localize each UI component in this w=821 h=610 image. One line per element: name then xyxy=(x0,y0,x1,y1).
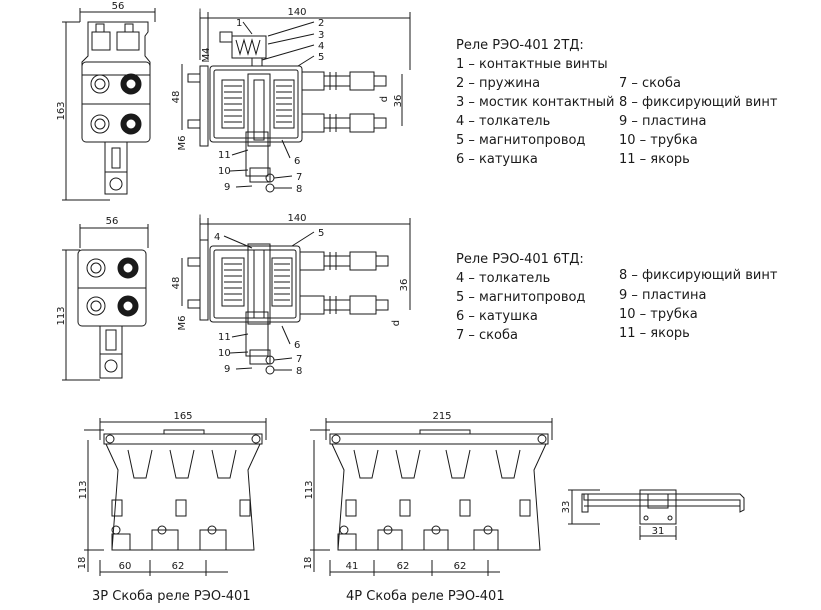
legend-2td-left-3: 3 – мостик контактный xyxy=(456,95,615,110)
legend-2td-left-4: 4 – толкатель xyxy=(456,114,551,129)
callout-2td-4: 4 xyxy=(318,41,324,52)
legend-2td-left-5: 5 – магнитопровод xyxy=(456,133,586,148)
dim-4p-bottom: 18 xyxy=(303,557,314,570)
callout-2td-7: 7 xyxy=(296,172,302,183)
dim-2td-48: 48 xyxy=(171,91,182,104)
bracket-3p-drawing: 165 113 18 60 62 xyxy=(77,411,267,576)
dim-3p-pitch2: 62 xyxy=(172,561,185,572)
bracket-4p-drawing: 215 113 18 41 62 62 xyxy=(303,411,553,576)
callout-6td-4: 4 xyxy=(214,232,220,243)
dim-6td-36: 36 xyxy=(399,279,410,292)
legend-6td-right-8: 8 – фиксирующий винт xyxy=(619,268,778,283)
legend-6td-left-7: 7 – скоба xyxy=(456,328,518,343)
dim-4p-pitch3: 62 xyxy=(454,561,467,572)
dim-4p-height: 113 xyxy=(304,480,315,499)
relay-6td-side-view: 140 l 48 M6 36 d 4 5 6 7 8 9 xyxy=(171,213,411,377)
legend-2td-right-10: 10 – трубка xyxy=(619,133,698,148)
relay-6td-front-view: 56 113 xyxy=(56,216,149,381)
bracket-side-view: 33 31 xyxy=(561,489,745,540)
dim-3p-height: 113 xyxy=(78,480,89,499)
callout-6td-9: 9 xyxy=(224,364,230,375)
callout-6td-5: 5 xyxy=(318,228,324,239)
dim-2td-d: d xyxy=(379,96,390,102)
dim-6td-l: l xyxy=(199,214,202,225)
callout-6td-11: 11 xyxy=(218,332,231,343)
dim-6td-48: 48 xyxy=(171,277,182,290)
legend-6td-right-10: 10 – трубка xyxy=(619,307,698,322)
dim-2td-width: 56 xyxy=(112,1,125,12)
caption-3p-bracket: 3Р Скоба реле РЭО-401 xyxy=(92,589,251,604)
dim-side-width: 31 xyxy=(652,526,665,537)
legend-6td-left-5: 5 – магнитопровод xyxy=(456,290,586,305)
callout-6td-8: 8 xyxy=(296,366,302,377)
legend-6td-right-9: 9 – пластина xyxy=(619,288,707,303)
dim-2td-height: 163 xyxy=(56,101,67,120)
relay-2td-front-view: 56 163 xyxy=(56,1,156,201)
dim-2td-m4: M4 xyxy=(201,48,212,63)
dim-6td-length: 140 xyxy=(287,213,306,224)
legend-2td-right-9: 9 – пластина xyxy=(619,114,707,129)
legend-2td-left-6: 6 – катушка xyxy=(456,152,538,167)
dim-2td-l: l xyxy=(199,8,202,19)
callout-2td-5: 5 xyxy=(318,52,324,63)
callout-2td-3: 3 xyxy=(318,30,324,41)
dim-2td-36: 36 xyxy=(393,95,404,108)
callout-6td-10: 10 xyxy=(218,348,231,359)
callout-2td-1: 1 xyxy=(236,18,242,29)
dim-6td-m6: M6 xyxy=(177,316,188,331)
callout-2td-2: 2 xyxy=(318,18,324,29)
callout-6td-6: 6 xyxy=(294,340,300,351)
dim-2td-length: 140 xyxy=(287,7,306,18)
callout-2td-6: 6 xyxy=(294,156,300,167)
legend-2td-left-1: 1 – контактные винты xyxy=(456,57,608,72)
callout-6td-7: 7 xyxy=(296,354,302,365)
dim-side-height: 33 xyxy=(561,501,572,514)
callout-2td-9: 9 xyxy=(224,182,230,193)
legend-2td-right-8: 8 – фиксирующий винт xyxy=(619,95,778,110)
relay-2td-title: Реле РЭО-401 2ТД: xyxy=(456,38,584,53)
legend-2td-right-11: 11 – якорь xyxy=(619,152,690,167)
dim-2td-m6: M6 xyxy=(177,136,188,151)
dim-3p-bottom: 18 xyxy=(77,557,88,570)
legend-6td-left-6: 6 – катушка xyxy=(456,309,538,324)
dim-4p-width: 215 xyxy=(432,411,451,422)
legend-6td-left-4: 4 – толкатель xyxy=(456,271,551,286)
callout-2td-8: 8 xyxy=(296,184,302,195)
legend-6td-right-11: 11 – якорь xyxy=(619,326,690,341)
dim-6td-height: 113 xyxy=(56,306,67,325)
relay-6td-title: Реле РЭО-401 6ТД: xyxy=(456,252,584,267)
dim-4p-pitch1: 41 xyxy=(346,561,359,572)
legend-2td-left-2: 2 – пружина xyxy=(456,76,541,91)
dim-3p-width: 165 xyxy=(173,411,192,422)
callout-2td-10: 10 xyxy=(218,166,231,177)
callout-2td-11: 11 xyxy=(218,150,231,161)
legend-2td-right-7: 7 – скоба xyxy=(619,76,681,91)
dim-6td-width: 56 xyxy=(106,216,119,227)
caption-4p-bracket: 4Р Скоба реле РЭО-401 xyxy=(346,589,505,604)
dim-6td-d: d xyxy=(391,320,402,326)
relay-2td-side-view: 140 l 48 M6 M4 36 xyxy=(171,7,411,195)
dim-3p-pitch1: 60 xyxy=(119,561,132,572)
dim-4p-pitch2: 62 xyxy=(397,561,410,572)
